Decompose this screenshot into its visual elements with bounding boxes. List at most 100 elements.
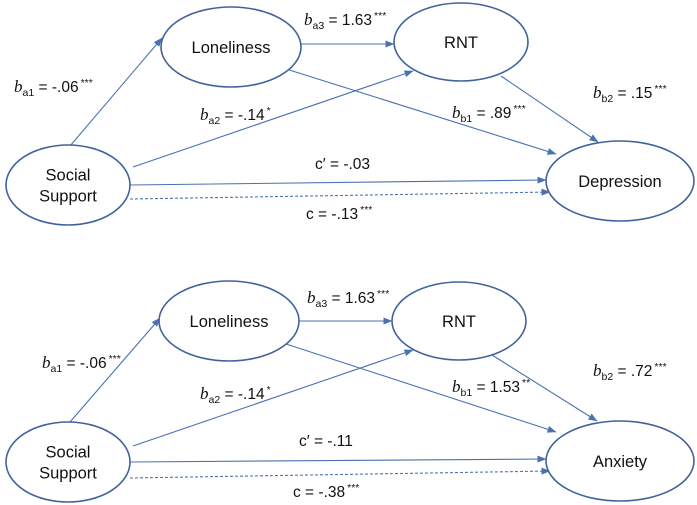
outcome-node: Depression	[545, 140, 695, 222]
path-arrow-direct	[129, 176, 547, 186]
coef-value: = 1.63	[327, 290, 375, 307]
coef-value: c = -.13	[306, 206, 358, 223]
coef-value: = .89	[472, 105, 511, 122]
outcome-node-ellipse	[545, 420, 695, 502]
loneliness-node-ellipse	[160, 6, 302, 88]
coef-significance: ***	[109, 353, 121, 365]
coef-symbol: b	[200, 105, 209, 124]
path-arrow-total	[129, 188, 551, 200]
path-arrow-total	[129, 467, 551, 479]
coef-subscript: a3	[316, 298, 328, 310]
social-support-node-ellipse	[5, 144, 131, 226]
coef-label-total: c = -.13***	[306, 204, 372, 223]
coef-symbol: b	[452, 103, 461, 122]
social-support-node-ellipse	[5, 421, 131, 503]
coef-subscript: b1	[461, 113, 473, 125]
outcome-node-label: Depression	[578, 173, 661, 191]
coef-subscript: a3	[313, 20, 325, 32]
coef-subscript: a1	[51, 363, 63, 375]
coef-label-a2: ba2 = -.14*	[200, 105, 271, 127]
coef-symbol: b	[307, 288, 316, 307]
coef-label-b1: bb1 = 1.53**	[452, 377, 530, 399]
coef-subscript: b2	[602, 371, 614, 383]
outcome-node: Anxiety	[545, 420, 695, 502]
rnt-node: RNT	[391, 281, 527, 361]
coef-value: = .15	[613, 85, 652, 102]
coef-label-a3: ba3 = 1.63***	[304, 10, 386, 32]
loneliness-node: Loneliness	[160, 6, 302, 88]
path-arrow-a1	[69, 317, 161, 423]
coef-value: c′ = -.03	[315, 156, 370, 173]
coef-value: = -.06	[34, 79, 78, 96]
rnt-node-ellipse	[393, 2, 529, 82]
rnt-node-label: RNT	[442, 313, 476, 331]
rnt-node-ellipse	[391, 281, 527, 361]
path-arrow-direct	[129, 455, 547, 463]
coef-label-a1: ba1 = -.06***	[42, 353, 121, 375]
loneliness-node-ellipse	[158, 280, 300, 362]
coef-label-direct: c′ = -.03	[315, 156, 370, 173]
coef-significance: *	[267, 384, 271, 396]
loneliness-node-label: Loneliness	[192, 39, 271, 57]
social-support-node-label: Social	[46, 444, 91, 462]
coef-value: c = -.38	[293, 484, 345, 501]
coef-label-b2: bb2 = .15***	[593, 83, 667, 105]
coef-symbol: b	[14, 77, 23, 96]
coef-value: = 1.63	[324, 12, 372, 29]
coef-significance: ***	[81, 77, 93, 89]
social-support-node-label: Social	[46, 167, 91, 185]
coef-symbol: b	[593, 83, 602, 102]
coef-subscript: a1	[23, 87, 35, 99]
coef-significance: ***	[360, 204, 372, 216]
coef-symbol: b	[593, 361, 602, 380]
path-arrow-b1	[282, 342, 557, 433]
coef-subscript: a2	[209, 115, 221, 127]
coef-label-total: c = -.38***	[293, 482, 359, 501]
loneliness-node: Loneliness	[158, 280, 300, 362]
path-arrow-a2	[132, 349, 414, 447]
coef-value: c′ = -.11	[299, 433, 353, 450]
coef-symbol: b	[304, 10, 313, 29]
coef-label-b1: bb1 = .89***	[452, 103, 526, 125]
coef-value: = -.14	[220, 386, 265, 403]
coef-significance: ***	[347, 482, 359, 494]
coef-significance: ***	[654, 361, 666, 373]
coef-value: = 1.53	[472, 379, 520, 396]
coef-subscript: b2	[602, 93, 614, 105]
coef-label-direct: c′ = -.11	[299, 433, 353, 450]
coef-significance: ***	[377, 288, 389, 300]
coef-label-b2: bb2 = .72***	[593, 361, 667, 383]
coef-label-a3: ba3 = 1.63***	[307, 288, 389, 310]
outcome-node-label: Anxiety	[593, 453, 648, 471]
outcome-node-ellipse	[545, 140, 695, 222]
path-arrow-b1	[282, 67, 557, 155]
path-arrow-a2	[132, 70, 414, 168]
coef-value: = -.14	[220, 107, 265, 124]
coef-significance: ***	[513, 103, 525, 115]
social-support-node-label: Support	[39, 465, 97, 483]
coef-significance: ***	[374, 10, 386, 22]
coef-significance: **	[522, 377, 530, 389]
rnt-node-label: RNT	[444, 34, 478, 52]
coef-significance: *	[267, 105, 271, 117]
coef-symbol: b	[42, 353, 51, 372]
coef-value: = -.06	[62, 355, 106, 372]
coef-label-a1: ba1 = -.06***	[14, 77, 93, 99]
rnt-node: RNT	[393, 2, 529, 82]
social-support-node-label: Support	[39, 188, 97, 206]
loneliness-node-label: Loneliness	[190, 313, 269, 331]
coef-value: = .72	[613, 363, 652, 380]
coef-subscript: b1	[461, 387, 473, 399]
path-arrow-b2	[500, 75, 599, 143]
path-arrow-b2	[491, 354, 598, 422]
coef-label-a2: ba2 = -.14*	[200, 384, 271, 406]
coef-symbol: b	[452, 377, 461, 396]
coef-symbol: b	[200, 384, 209, 403]
path-arrow-a1	[69, 37, 163, 147]
coef-subscript: a2	[209, 394, 221, 406]
